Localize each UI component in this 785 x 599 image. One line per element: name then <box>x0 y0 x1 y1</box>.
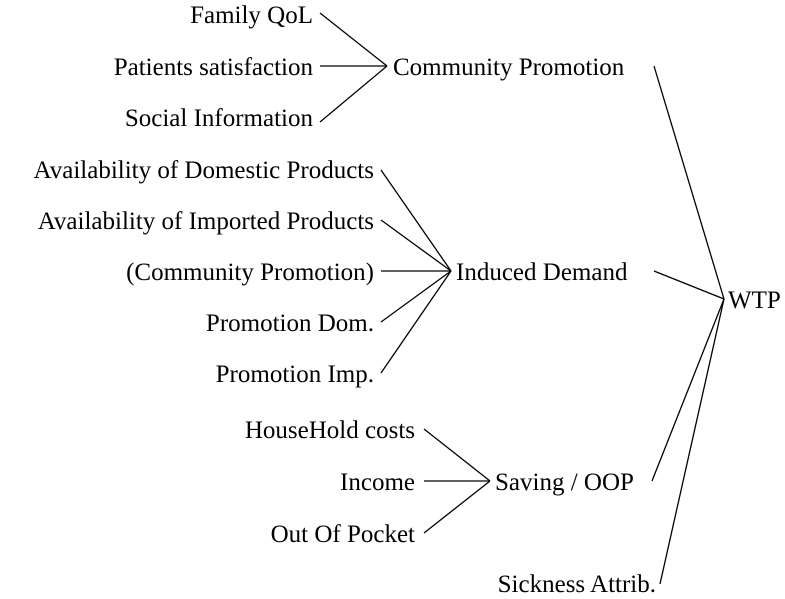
node-sickness-attrib: Sickness Attrib. <box>498 571 656 598</box>
edge-induced-demand-to-wtp <box>653 270 725 300</box>
node-availability-imported: Availability of Imported Products <box>38 208 374 235</box>
edge-out-of-pocket-to-saving-oop <box>423 480 491 534</box>
node-availability-domestic: Availability of Domestic Products <box>34 157 374 184</box>
edge-community-promotion-to-wtp <box>653 65 725 300</box>
node-wtp: WTP <box>728 287 781 314</box>
edge-promotion-imp-to-induced-demand <box>380 270 452 374</box>
induced-demand-connectors <box>380 169 452 374</box>
node-promotion-imp: Promotion Imp. <box>216 361 374 388</box>
node-social-information: Social Information <box>125 105 314 132</box>
node-promotion-dom: Promotion Dom. <box>206 310 374 337</box>
node-community-promotion: Community Promotion <box>393 54 625 81</box>
node-induced-demand: Induced Demand <box>456 259 628 286</box>
outcome-nodes: WTP <box>728 287 781 314</box>
edge-saving-oop-to-wtp <box>651 298 725 482</box>
input-nodes: Family QoL Patients satisfaction Social … <box>34 2 656 598</box>
edge-family-qol-to-community-promotion <box>319 12 388 67</box>
node-saving-oop: Saving / OOP <box>495 469 634 496</box>
node-family-qol: Family QoL <box>190 2 313 29</box>
node-patients-satisfaction: Patients satisfaction <box>114 54 314 81</box>
edge-promotion-dom-to-induced-demand <box>380 270 452 323</box>
community-promotion-connectors <box>319 12 388 123</box>
node-community-promotion-ref: (Community Promotion) <box>126 259 374 286</box>
edge-household-costs-to-saving-oop <box>423 428 491 482</box>
wtp-connectors <box>651 65 725 585</box>
node-household-costs: HouseHold costs <box>245 417 415 444</box>
intermediate-nodes: Community Promotion Induced Demand Savin… <box>393 54 634 496</box>
node-income: Income <box>340 469 415 496</box>
edge-availability-imported-to-induced-demand <box>380 219 452 272</box>
edge-sickness-attrib-to-wtp <box>659 298 725 585</box>
edge-availability-domestic-to-induced-demand <box>380 169 452 272</box>
edge-social-information-to-community-promotion <box>319 65 388 123</box>
saving-oop-connectors <box>423 428 491 534</box>
node-out-of-pocket: Out Of Pocket <box>271 521 415 548</box>
